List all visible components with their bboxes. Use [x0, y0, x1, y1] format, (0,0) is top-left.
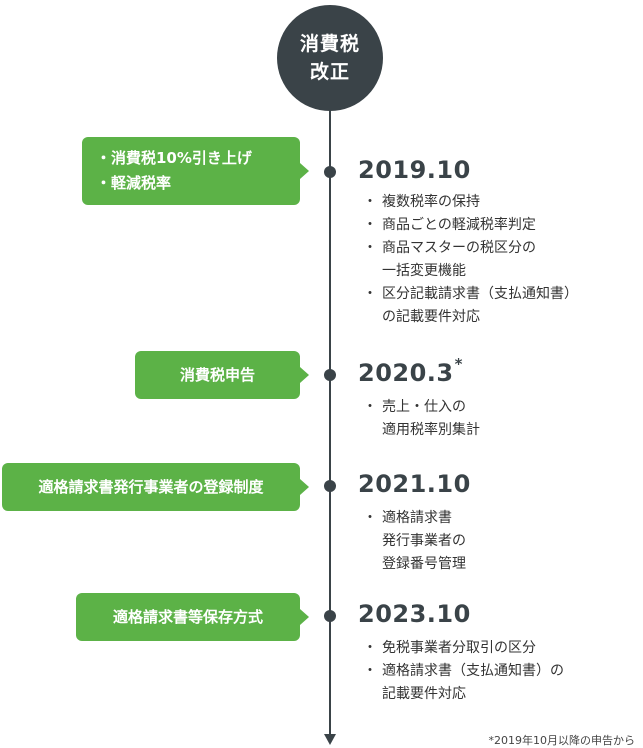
event-year-text: 2020.3	[358, 359, 454, 387]
list-item-text: 免税事業者分取引の区分	[382, 640, 536, 656]
event-tag-line: ・軽減税率	[96, 174, 172, 192]
event-items-2023-10: 免税事業者分取引の区分 適格請求書（支払通知書）の 記載要件対応	[363, 637, 564, 706]
title-line-2: 改正	[309, 61, 350, 83]
list-item: 適格請求書 発行事業者の 登録番号管理	[363, 507, 466, 576]
timeline-dot-2023-10	[324, 610, 336, 622]
list-item: 商品ごとの軽減税率判定	[363, 214, 578, 237]
footnote: *2019年10月以降の申告から	[488, 734, 636, 747]
list-item-text: 商品ごとの軽減税率判定	[382, 217, 536, 233]
timeline-axis	[329, 60, 331, 736]
timeline-arrow-head	[324, 734, 336, 745]
title-line-1: 消費税	[299, 33, 360, 55]
event-tag-consumption-tax-increase: ・消費税10%引き上げ ・軽減税率	[82, 137, 309, 205]
list-item-text: の記載要件対応	[382, 309, 480, 325]
event-tag-line: ・消費税10%引き上げ	[96, 149, 252, 167]
event-year-2020-3: 2020.3*	[358, 355, 463, 387]
event-year-2021-10: 2021.10	[358, 470, 471, 498]
event-tag-tax-return: 消費税申告	[135, 351, 309, 399]
list-item-text: 適用税率別集計	[382, 422, 480, 438]
event-items-2020-3: 売上・仕入の 適用税率別集計	[363, 396, 480, 442]
list-item-text: 適格請求書（支払通知書）の	[382, 663, 564, 679]
event-tag-line: 適格請求書発行事業者の登録制度	[38, 477, 264, 496]
list-item-text: 複数税率の保持	[382, 194, 480, 210]
list-item-text: 登録番号管理	[382, 556, 466, 572]
list-item: 売上・仕入の 適用税率別集計	[363, 396, 480, 442]
list-item-text: 売上・仕入の	[382, 399, 466, 415]
list-item: 適格請求書（支払通知書）の 記載要件対応	[363, 660, 564, 706]
event-tag-line: 適格請求書等保存方式	[112, 607, 263, 626]
list-item: 複数税率の保持	[363, 191, 578, 214]
event-year-2019-10: 2019.10	[358, 156, 471, 184]
timeline-title-circle: 消費税 改正	[277, 5, 383, 111]
event-tag-line: 消費税申告	[179, 365, 255, 384]
event-items-2019-10: 複数税率の保持 商品ごとの軽減税率判定 商品マスターの税区分の 一括変更機能 区…	[363, 191, 578, 329]
event-year-2023-10: 2023.10	[358, 600, 471, 628]
list-item-text: 区分記載請求書（支払通知書）	[382, 286, 578, 302]
list-item: 区分記載請求書（支払通知書） の記載要件対応	[363, 283, 578, 329]
event-tag-invoice-storage: 適格請求書等保存方式	[76, 593, 309, 641]
event-tag-registration-system: 適格請求書発行事業者の登録制度	[2, 463, 309, 511]
event-items-2021-10: 適格請求書 発行事業者の 登録番号管理	[363, 507, 466, 576]
list-item-text: 記載要件対応	[382, 686, 466, 702]
list-item: 免税事業者分取引の区分	[363, 637, 564, 660]
list-item-text: 適格請求書	[382, 510, 452, 526]
list-item-text: 一括変更機能	[382, 263, 466, 279]
timeline-dot-2019-10	[324, 166, 336, 178]
footnote-marker: *	[454, 355, 463, 373]
list-item-text: 発行事業者の	[382, 533, 466, 549]
timeline-dot-2021-10	[324, 480, 336, 492]
list-item-text: 商品マスターの税区分の	[382, 240, 536, 256]
list-item: 商品マスターの税区分の 一括変更機能	[363, 237, 578, 283]
timeline-dot-2020-3	[324, 369, 336, 381]
